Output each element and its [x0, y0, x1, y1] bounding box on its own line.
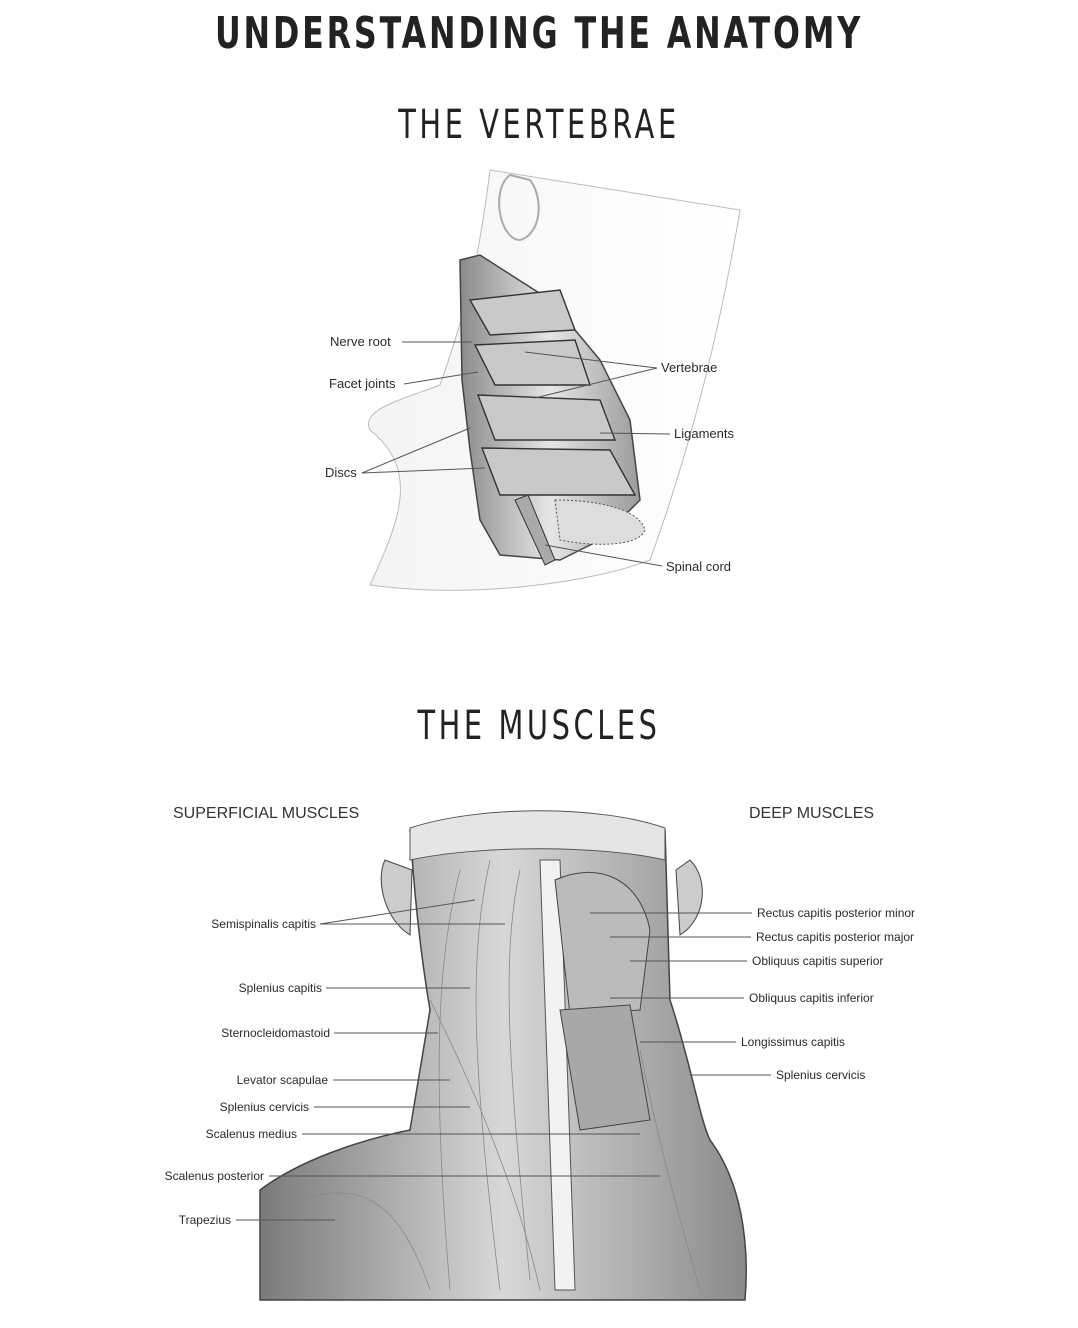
label-obliquus-capitis-inferior: Obliquus capitis inferior: [749, 991, 874, 1005]
label-ligaments: Ligaments: [674, 426, 734, 441]
label-rectus-capitis-posterior-minor: Rectus capitis posterior minor: [757, 906, 916, 920]
label-trapezius: Trapezius: [178, 1213, 231, 1227]
label-splenius-cervicis-superficial: Splenius cervicis: [219, 1100, 309, 1114]
deep-muscles-heading: DEEP MUSCLES: [749, 805, 875, 822]
muscles-heading: THE MUSCLES: [417, 703, 661, 749]
neck-vertebrae-illustration: [367, 169, 741, 591]
muscles-leader-lines: [236, 899, 771, 1221]
label-scalenus-posterior: Scalenus posterior: [164, 1169, 264, 1183]
ear-outline: [498, 173, 540, 242]
vertebrae-leader-lines: [361, 341, 671, 567]
label-scalenus-medius: Scalenus medius: [205, 1127, 297, 1141]
label-nerve-root: Nerve root: [330, 334, 391, 349]
label-splenius-capitis: Splenius capitis: [238, 981, 322, 995]
neck-muscles-illustration: [259, 810, 747, 1301]
label-facet-joints: Facet joints: [329, 376, 396, 391]
label-levator-scapulae: Levator scapulae: [236, 1073, 328, 1087]
label-obliquus-capitis-superior: Obliquus capitis superior: [752, 954, 884, 968]
label-discs: Discs: [325, 465, 357, 480]
label-splenius-cervicis-deep: Splenius cervicis: [776, 1068, 866, 1082]
label-rectus-capitis-posterior-major: Rectus capitis posterior major: [756, 930, 915, 944]
label-sternocleidomastoid: Sternocleidomastoid: [221, 1026, 330, 1040]
superficial-muscles-heading: SUPERFICIAL MUSCLES: [173, 805, 360, 822]
label-vertebrae: Vertebrae: [661, 360, 718, 375]
label-longissimus-capitis: Longissimus capitis: [741, 1035, 846, 1049]
label-spinal-cord: Spinal cord: [666, 559, 732, 574]
page-title: UNDERSTANDING THE ANATOMY: [214, 8, 864, 59]
vertebrae-heading: THE VERTEBRAE: [398, 102, 680, 148]
label-semispinalis-capitis: Semispinalis capitis: [211, 917, 316, 931]
